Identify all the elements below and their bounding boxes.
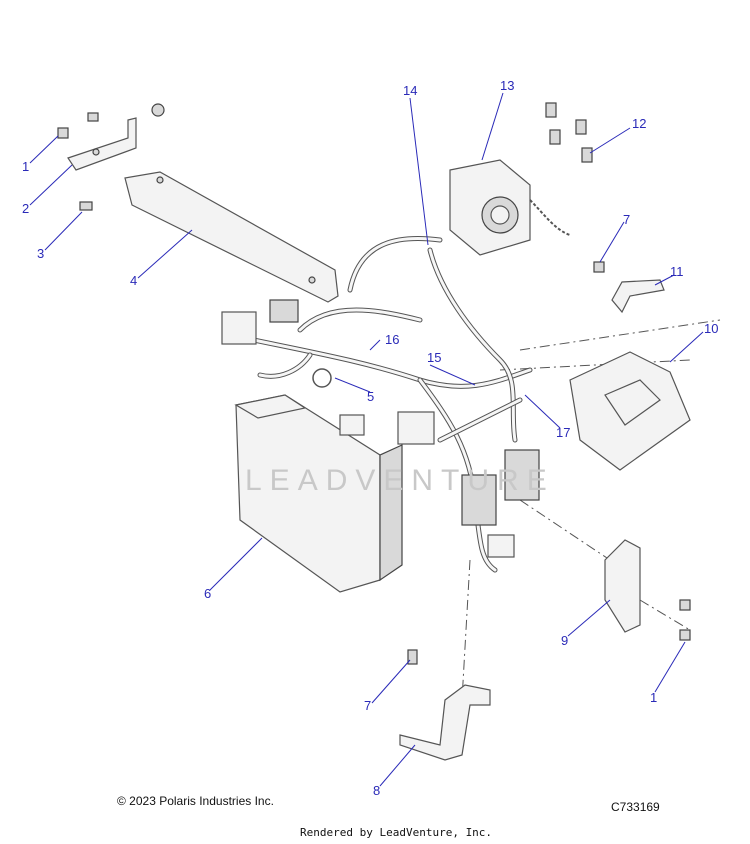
watermark-text: LEADVENTURE bbox=[245, 464, 555, 497]
support-bar-part-4 bbox=[124, 171, 339, 303]
callout-3: 3 bbox=[37, 246, 44, 261]
bracket-part-11 bbox=[593, 261, 665, 314]
callout-12: 12 bbox=[632, 116, 646, 131]
bracket-part-2 bbox=[67, 117, 137, 171]
callout-6: 6 bbox=[204, 586, 211, 601]
actuator-part-13 bbox=[449, 159, 571, 256]
callout-16: 16 bbox=[385, 332, 399, 347]
callout-7-top: 7 bbox=[623, 212, 630, 227]
callout-labels: 1 2 3 4 5 6 7 7 8 9 10 11 12 13 14 15 16… bbox=[22, 78, 718, 798]
callout-4: 4 bbox=[130, 273, 137, 288]
harness-connectors bbox=[221, 299, 540, 558]
mounting-plate-part-10 bbox=[569, 351, 691, 471]
callout-13: 13 bbox=[500, 78, 514, 93]
copyright-notice: © 2023 Polaris Industries Inc. bbox=[117, 794, 274, 808]
screw-part-1-top bbox=[57, 127, 69, 139]
screw-part-3 bbox=[79, 201, 93, 211]
callout-5: 5 bbox=[367, 389, 374, 404]
callout-9: 9 bbox=[561, 633, 568, 648]
callout-1-bottom: 1 bbox=[650, 690, 657, 705]
leader-lines bbox=[29, 92, 704, 787]
callout-7-bottom: 7 bbox=[364, 698, 371, 713]
callout-11: 11 bbox=[670, 264, 684, 279]
drawing-id: C733169 bbox=[611, 800, 660, 814]
callout-15: 15 bbox=[427, 350, 441, 365]
center-lines bbox=[461, 319, 721, 701]
callout-1: 1 bbox=[22, 159, 29, 174]
rendered-by: Rendered by LeadVenture, Inc. bbox=[300, 826, 493, 839]
bracket-part-9 bbox=[604, 539, 691, 641]
screw-top-left bbox=[87, 103, 165, 122]
bracket-part-8 bbox=[399, 649, 491, 761]
callout-2: 2 bbox=[22, 201, 29, 216]
callout-8: 8 bbox=[373, 783, 380, 798]
ecu-module-part-6 bbox=[234, 394, 403, 593]
callout-14: 14 bbox=[403, 83, 417, 98]
callout-10: 10 bbox=[704, 321, 718, 336]
callout-17: 17 bbox=[556, 425, 570, 440]
screws-part-12 bbox=[545, 102, 593, 163]
